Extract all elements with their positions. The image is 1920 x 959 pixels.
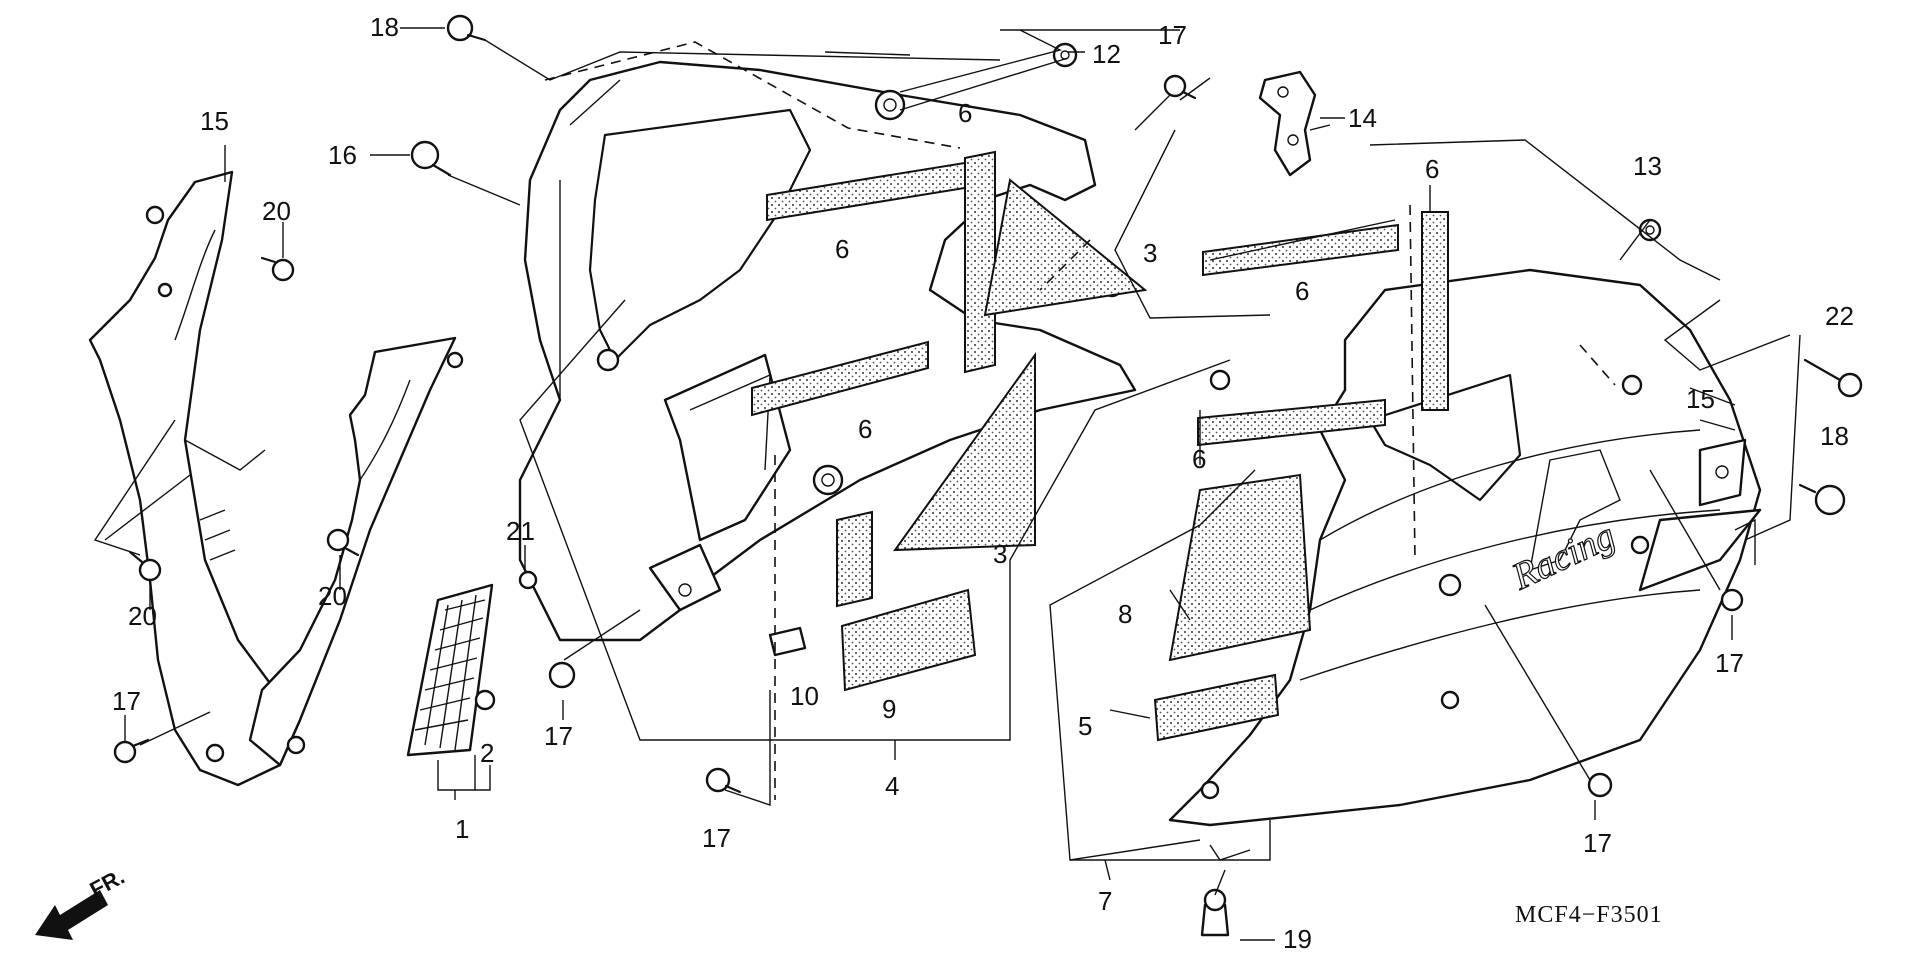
foam-pads-lower — [1153, 211, 1449, 742]
foam-pads-middle — [751, 150, 1148, 692]
callout-6-e: 6 — [1295, 276, 1309, 306]
callout-6-f: 6 — [1192, 444, 1206, 474]
callout-1: 1 — [455, 814, 469, 844]
screw-15-lower — [548, 661, 576, 689]
grille-1 — [406, 583, 496, 757]
inner-cowl-4 — [518, 60, 1231, 642]
callout-6-b: 6 — [835, 234, 849, 264]
front-arrow-icon — [35, 890, 108, 940]
leader-lines — [93, 27, 1801, 941]
clip-19 — [1200, 888, 1230, 937]
callout-15-lower: 17 — [544, 721, 573, 751]
screw-17-lower-b — [1587, 772, 1613, 798]
bolt-22 — [1803, 358, 1863, 398]
callout-10: 10 — [790, 681, 819, 711]
callout-17-top: 17 — [1158, 20, 1187, 50]
callout-20-a: 20 — [262, 196, 291, 226]
callout-20-c: 20 — [128, 601, 157, 631]
callout-16: 17 — [112, 686, 141, 716]
callout-20-b: 20 — [318, 581, 347, 611]
callout-17-right: 17 — [1715, 648, 1744, 678]
callout-17-lower-a: 17 — [702, 823, 731, 853]
callout-12: 14 — [1348, 103, 1377, 133]
screw-21 — [518, 570, 538, 590]
screw-20-a — [260, 256, 295, 282]
bolt-18-top — [446, 14, 487, 42]
callout-6-c: 6 — [858, 414, 872, 444]
callout-4: 4 — [885, 771, 899, 801]
screw-20-b — [326, 528, 360, 557]
callout-14: 15 — [200, 106, 229, 136]
callout-2: 2 — [480, 738, 494, 768]
lower-cowl-7: Racing — [1168, 268, 1762, 827]
callout-22: 22 — [1825, 301, 1854, 331]
screw-17-top — [1163, 74, 1197, 100]
callout-6-d: 6 — [1425, 154, 1439, 184]
bracket-12 — [1258, 70, 1317, 177]
screw-17-lower-a — [705, 767, 742, 794]
callout-13: 15 — [1686, 384, 1715, 414]
screw-17-right — [1720, 588, 1744, 612]
washer-11-top — [1052, 42, 1078, 68]
callout-3-a: 3 — [1143, 238, 1157, 268]
callout-17-lower-b: 17 — [1583, 828, 1612, 858]
callout-7: 7 — [1098, 886, 1112, 916]
callout-8: 8 — [1118, 599, 1132, 629]
callout-6-a: 6 — [958, 98, 972, 128]
diagram-code: MCF4−F3501 — [1515, 902, 1663, 928]
fasteners — [113, 14, 1863, 937]
callout-11-right: 13 — [1633, 151, 1662, 181]
bolt-15-top — [410, 140, 452, 177]
callout-15-top: 16 — [328, 140, 357, 170]
callout-21: 21 — [506, 516, 535, 546]
callout-9: 9 — [882, 694, 896, 724]
callout-18-right: 18 — [1820, 421, 1849, 451]
callout-3-b: 3 — [993, 539, 1007, 569]
callout-5: 5 — [1078, 711, 1092, 741]
callout-11-top: 12 — [1092, 39, 1121, 69]
callout-numbers: 18 12 17 14 15 16 20 20 20 21 17 2 1 17 … — [112, 12, 1854, 954]
bolt-18-right — [1798, 483, 1846, 516]
callout-19: 19 — [1283, 924, 1312, 954]
callout-18-top: 18 — [370, 12, 399, 42]
